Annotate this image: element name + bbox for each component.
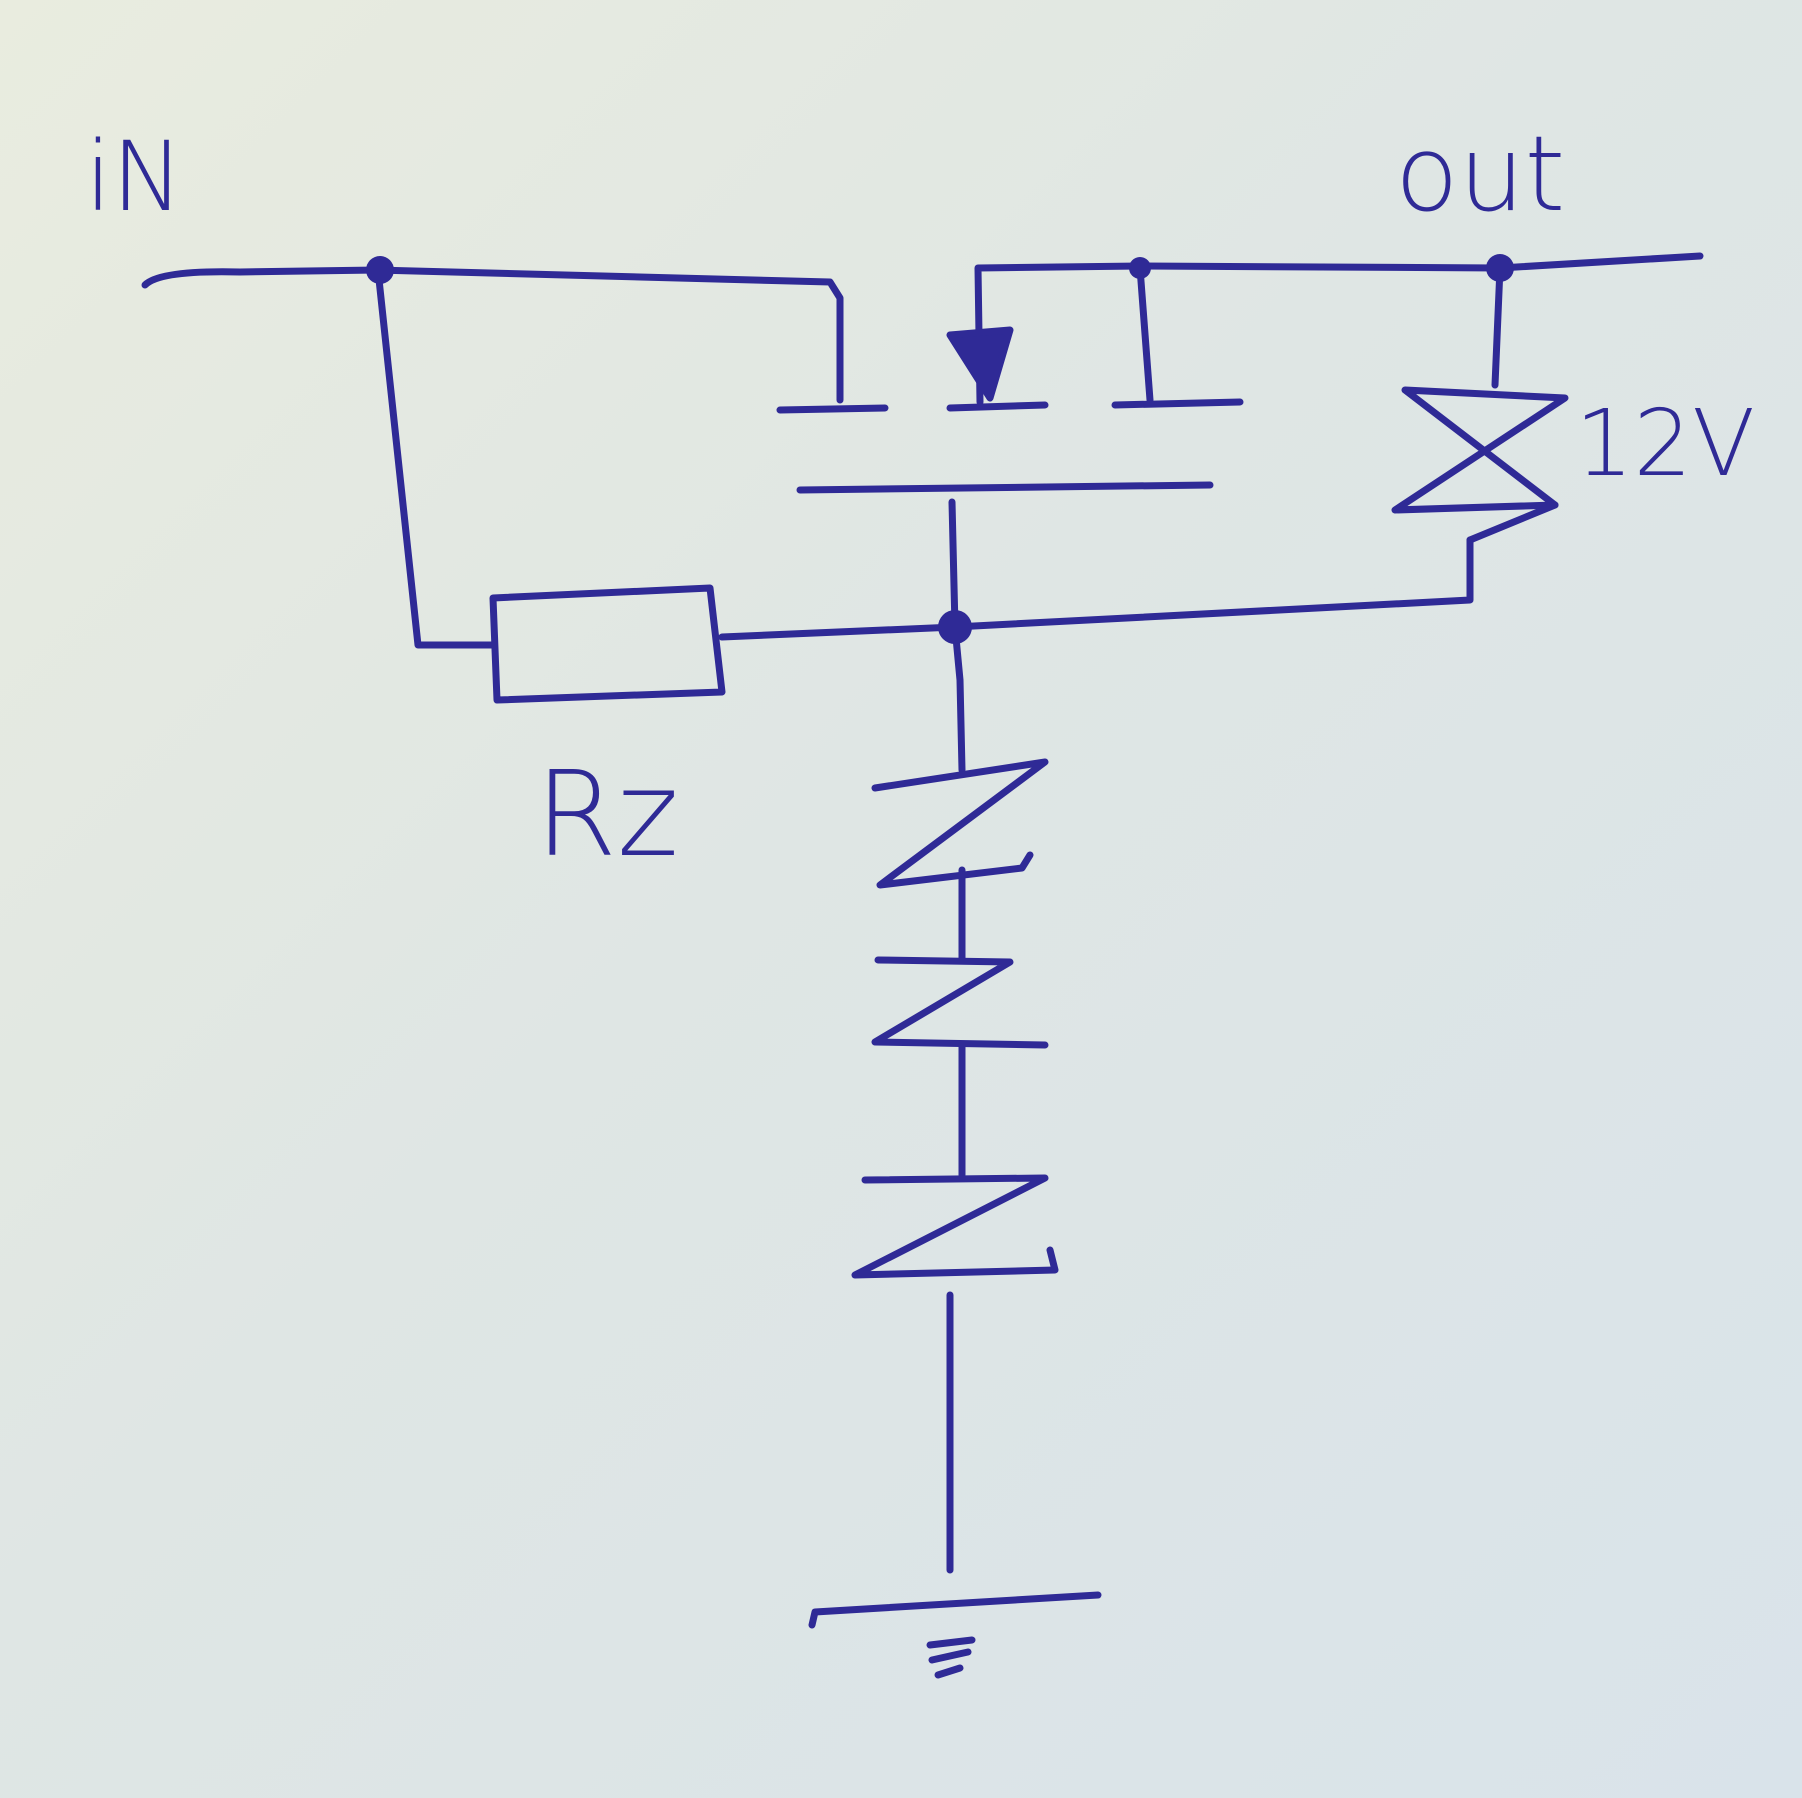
output-label: out <box>1395 113 1565 235</box>
resistor-to-gate-wire <box>718 623 959 641</box>
resistor-body <box>489 584 726 704</box>
mosfet-drain-contact <box>776 404 889 414</box>
zener-12v-triangle <box>1391 386 1569 514</box>
resistor-symbol[interactable] <box>489 584 726 704</box>
zener-string-symbol[interactable] <box>851 758 1059 1279</box>
junctions <box>366 254 1514 644</box>
mosfet-source-contact <box>1111 398 1244 409</box>
string-wire-1 <box>951 623 966 774</box>
wires <box>141 252 1704 1574</box>
ground-mark-3 <box>934 1664 964 1679</box>
ground-mark-2 <box>928 1648 972 1664</box>
drain-wire <box>374 266 844 404</box>
source-top-wire <box>974 252 1704 406</box>
input-to-resistor-wire <box>374 266 497 649</box>
input-node-dot <box>366 256 394 284</box>
ground-bar <box>808 1591 1102 1629</box>
input-label: iN <box>85 121 183 233</box>
zener-voltage-label: 12V <box>1575 390 1755 497</box>
output-to-zener-wire <box>1491 264 1504 389</box>
resistor-label: Rz <box>535 745 679 883</box>
zener-string-diode-1 <box>871 758 1049 889</box>
ground-symbol <box>808 1591 1102 1679</box>
labels: iN out 12V Rz <box>85 113 1755 883</box>
zener-12v-symbol[interactable] <box>1391 386 1569 544</box>
zener-string-diode-3 <box>851 1174 1059 1279</box>
mosfet-gate-plate <box>796 481 1214 494</box>
gate-wire <box>948 498 959 631</box>
mosfet-body-arrow[interactable] <box>946 326 1014 402</box>
zener-string-diode-2 <box>871 956 1049 1049</box>
source-node-dot <box>1129 257 1151 279</box>
mosfet-symbol <box>776 326 1244 494</box>
gate-node-dot <box>938 610 972 644</box>
ground-mark-1 <box>926 1636 976 1649</box>
zener-12v-tail <box>1466 501 1559 544</box>
gate-to-zener-wire <box>951 536 1474 631</box>
source-wire <box>1136 264 1154 404</box>
input-wire <box>141 266 382 289</box>
output-node-dot <box>1486 254 1514 282</box>
mosfet-body-contact <box>946 401 1049 412</box>
